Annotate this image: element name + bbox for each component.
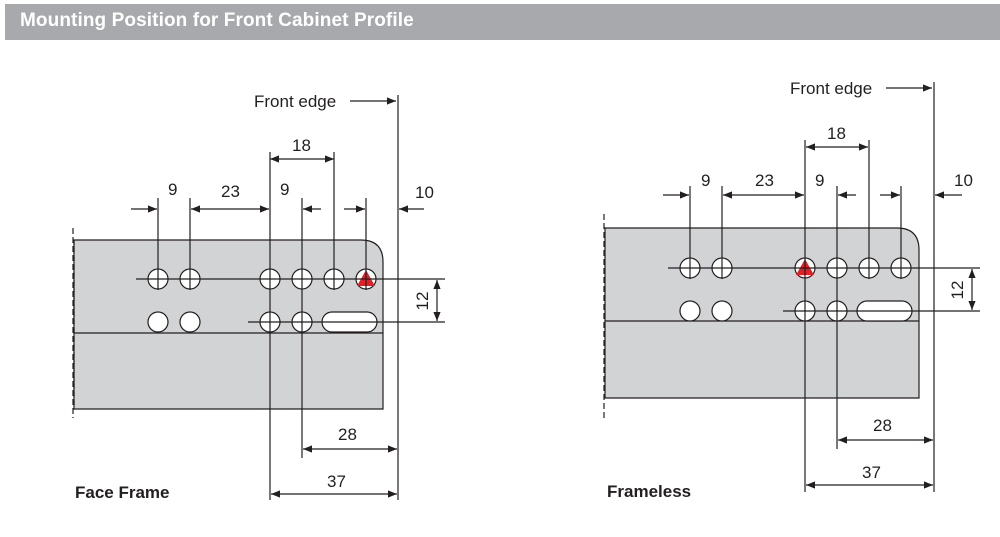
- dim-10: 10: [415, 183, 434, 202]
- header-bar: Mounting Position for Front Cabinet Prof…: [5, 4, 1000, 40]
- dim-9-left: 9: [701, 171, 710, 190]
- dim-28: 28: [338, 425, 357, 444]
- dim-28: 28: [873, 416, 892, 435]
- frameless-diagram: Front edge 18 9 23 9 10 12 28 37 Framele…: [603, 79, 980, 501]
- dim-12: 12: [948, 281, 967, 300]
- dim-23: 23: [221, 182, 240, 201]
- dim-12: 12: [413, 292, 432, 311]
- page-title: Mounting Position for Front Cabinet Prof…: [20, 10, 414, 31]
- dim-37: 37: [862, 463, 881, 482]
- caption-face-frame: Face Frame: [75, 483, 170, 502]
- front-edge-label: Front edge: [254, 92, 336, 111]
- dim-9-right: 9: [815, 171, 824, 190]
- front-edge-label: Front edge: [790, 79, 872, 98]
- dim-18: 18: [827, 124, 846, 143]
- dim-37: 37: [327, 472, 346, 491]
- caption-frameless: Frameless: [607, 482, 691, 501]
- dim-9-left: 9: [168, 180, 177, 199]
- dim-23: 23: [755, 171, 774, 190]
- dim-9-right: 9: [280, 180, 289, 199]
- dim-18: 18: [292, 136, 311, 155]
- face-frame-diagram: Front edge 18 9 23 9 10 12 28 37 Face Fr…: [72, 92, 445, 502]
- dim-10: 10: [954, 171, 973, 190]
